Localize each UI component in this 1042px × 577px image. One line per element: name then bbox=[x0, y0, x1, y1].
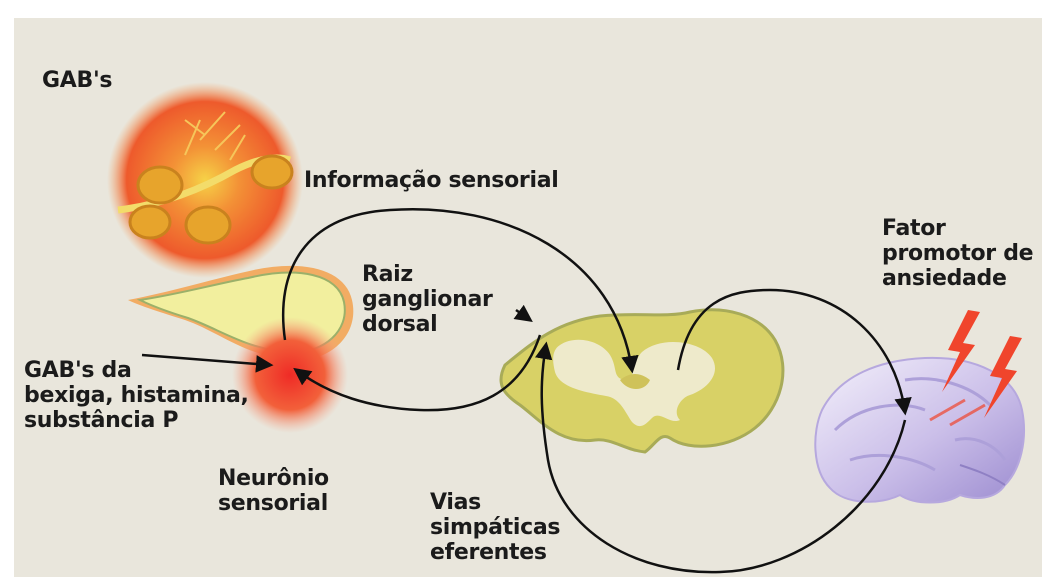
neuron-cell-illustration bbox=[107, 82, 303, 278]
ganglion-pointer-arrow bbox=[516, 310, 530, 320]
sensory-neuron-label: Neurônio sensorial bbox=[218, 466, 329, 516]
sympathetic-pathways-label: Vias simpáticas eferentes bbox=[430, 490, 560, 565]
sensory-information-label: Informação sensorial bbox=[304, 168, 558, 193]
brain-icon bbox=[815, 358, 1024, 503]
anxiety-factor-label: Fator promotor de ansiedade bbox=[882, 216, 1033, 291]
gab-label: GAB's bbox=[42, 68, 112, 93]
dorsal-root-ganglion-label: Raiz ganglionar dorsal bbox=[362, 262, 493, 337]
bladder-gab-label: GAB's da bexiga, histamina, substância P bbox=[24, 358, 249, 433]
